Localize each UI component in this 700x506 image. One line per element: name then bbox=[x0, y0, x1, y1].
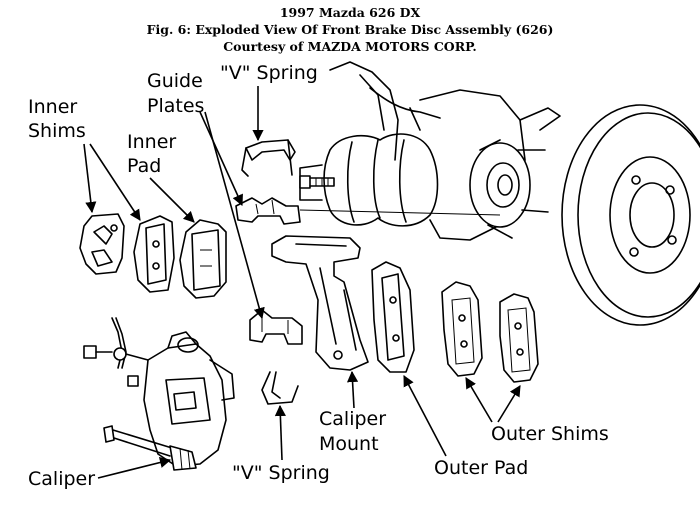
label-inner-shims-2: Shims bbox=[28, 120, 86, 142]
caliper-body bbox=[143, 331, 235, 467]
mount-bolt bbox=[299, 175, 335, 189]
inner-shim bbox=[79, 213, 125, 275]
v-spring-top bbox=[241, 139, 296, 177]
label-caliper-mount-1: Caliper bbox=[319, 408, 386, 430]
outer-shim-2 bbox=[499, 293, 539, 383]
guide-plate-bottom bbox=[249, 309, 303, 345]
figure-header: 1997 Mazda 626 DX Fig. 6: Exploded View … bbox=[0, 4, 700, 55]
courtesy-line: Courtesy of MAZDA MOTORS CORP. bbox=[223, 39, 477, 54]
label-inner-pad-1: Inner bbox=[127, 131, 176, 153]
brake-hose-fitting bbox=[83, 317, 149, 387]
figure-caption: Fig. 6: Exploded View Of Front Brake Dis… bbox=[146, 22, 554, 37]
label-v-spring-bottom: "V" Spring bbox=[232, 462, 330, 484]
label-outer-shims: Outer Shims bbox=[491, 423, 609, 445]
label-caliper-mount-2: Mount bbox=[319, 433, 379, 455]
label-outer-pad: Outer Pad bbox=[434, 457, 528, 479]
label-caliper: Caliper bbox=[28, 468, 95, 490]
caliper-mount bbox=[271, 235, 369, 371]
label-inner-pad-2: Pad bbox=[127, 155, 161, 177]
v-spring-bottom bbox=[261, 371, 299, 405]
caliper-guide-bolt bbox=[103, 425, 197, 471]
inner-pad-backplate bbox=[179, 219, 227, 299]
outer-shim-1 bbox=[441, 281, 483, 377]
leader-lines bbox=[83, 86, 521, 479]
outer-pad bbox=[371, 261, 415, 373]
label-guide-plates-1: Guide bbox=[147, 70, 203, 92]
label-inner-shims-1: Inner bbox=[28, 96, 77, 118]
steering-knuckle-hub bbox=[299, 61, 561, 241]
brake-disc bbox=[561, 104, 700, 326]
header-title: 1997 Mazda 626 DX bbox=[279, 5, 421, 20]
label-guide-plates-2: Plates bbox=[147, 95, 204, 117]
inner-pad bbox=[133, 215, 175, 293]
guide-plate-top bbox=[235, 197, 301, 225]
label-v-spring-top: "V" Spring bbox=[220, 62, 318, 84]
